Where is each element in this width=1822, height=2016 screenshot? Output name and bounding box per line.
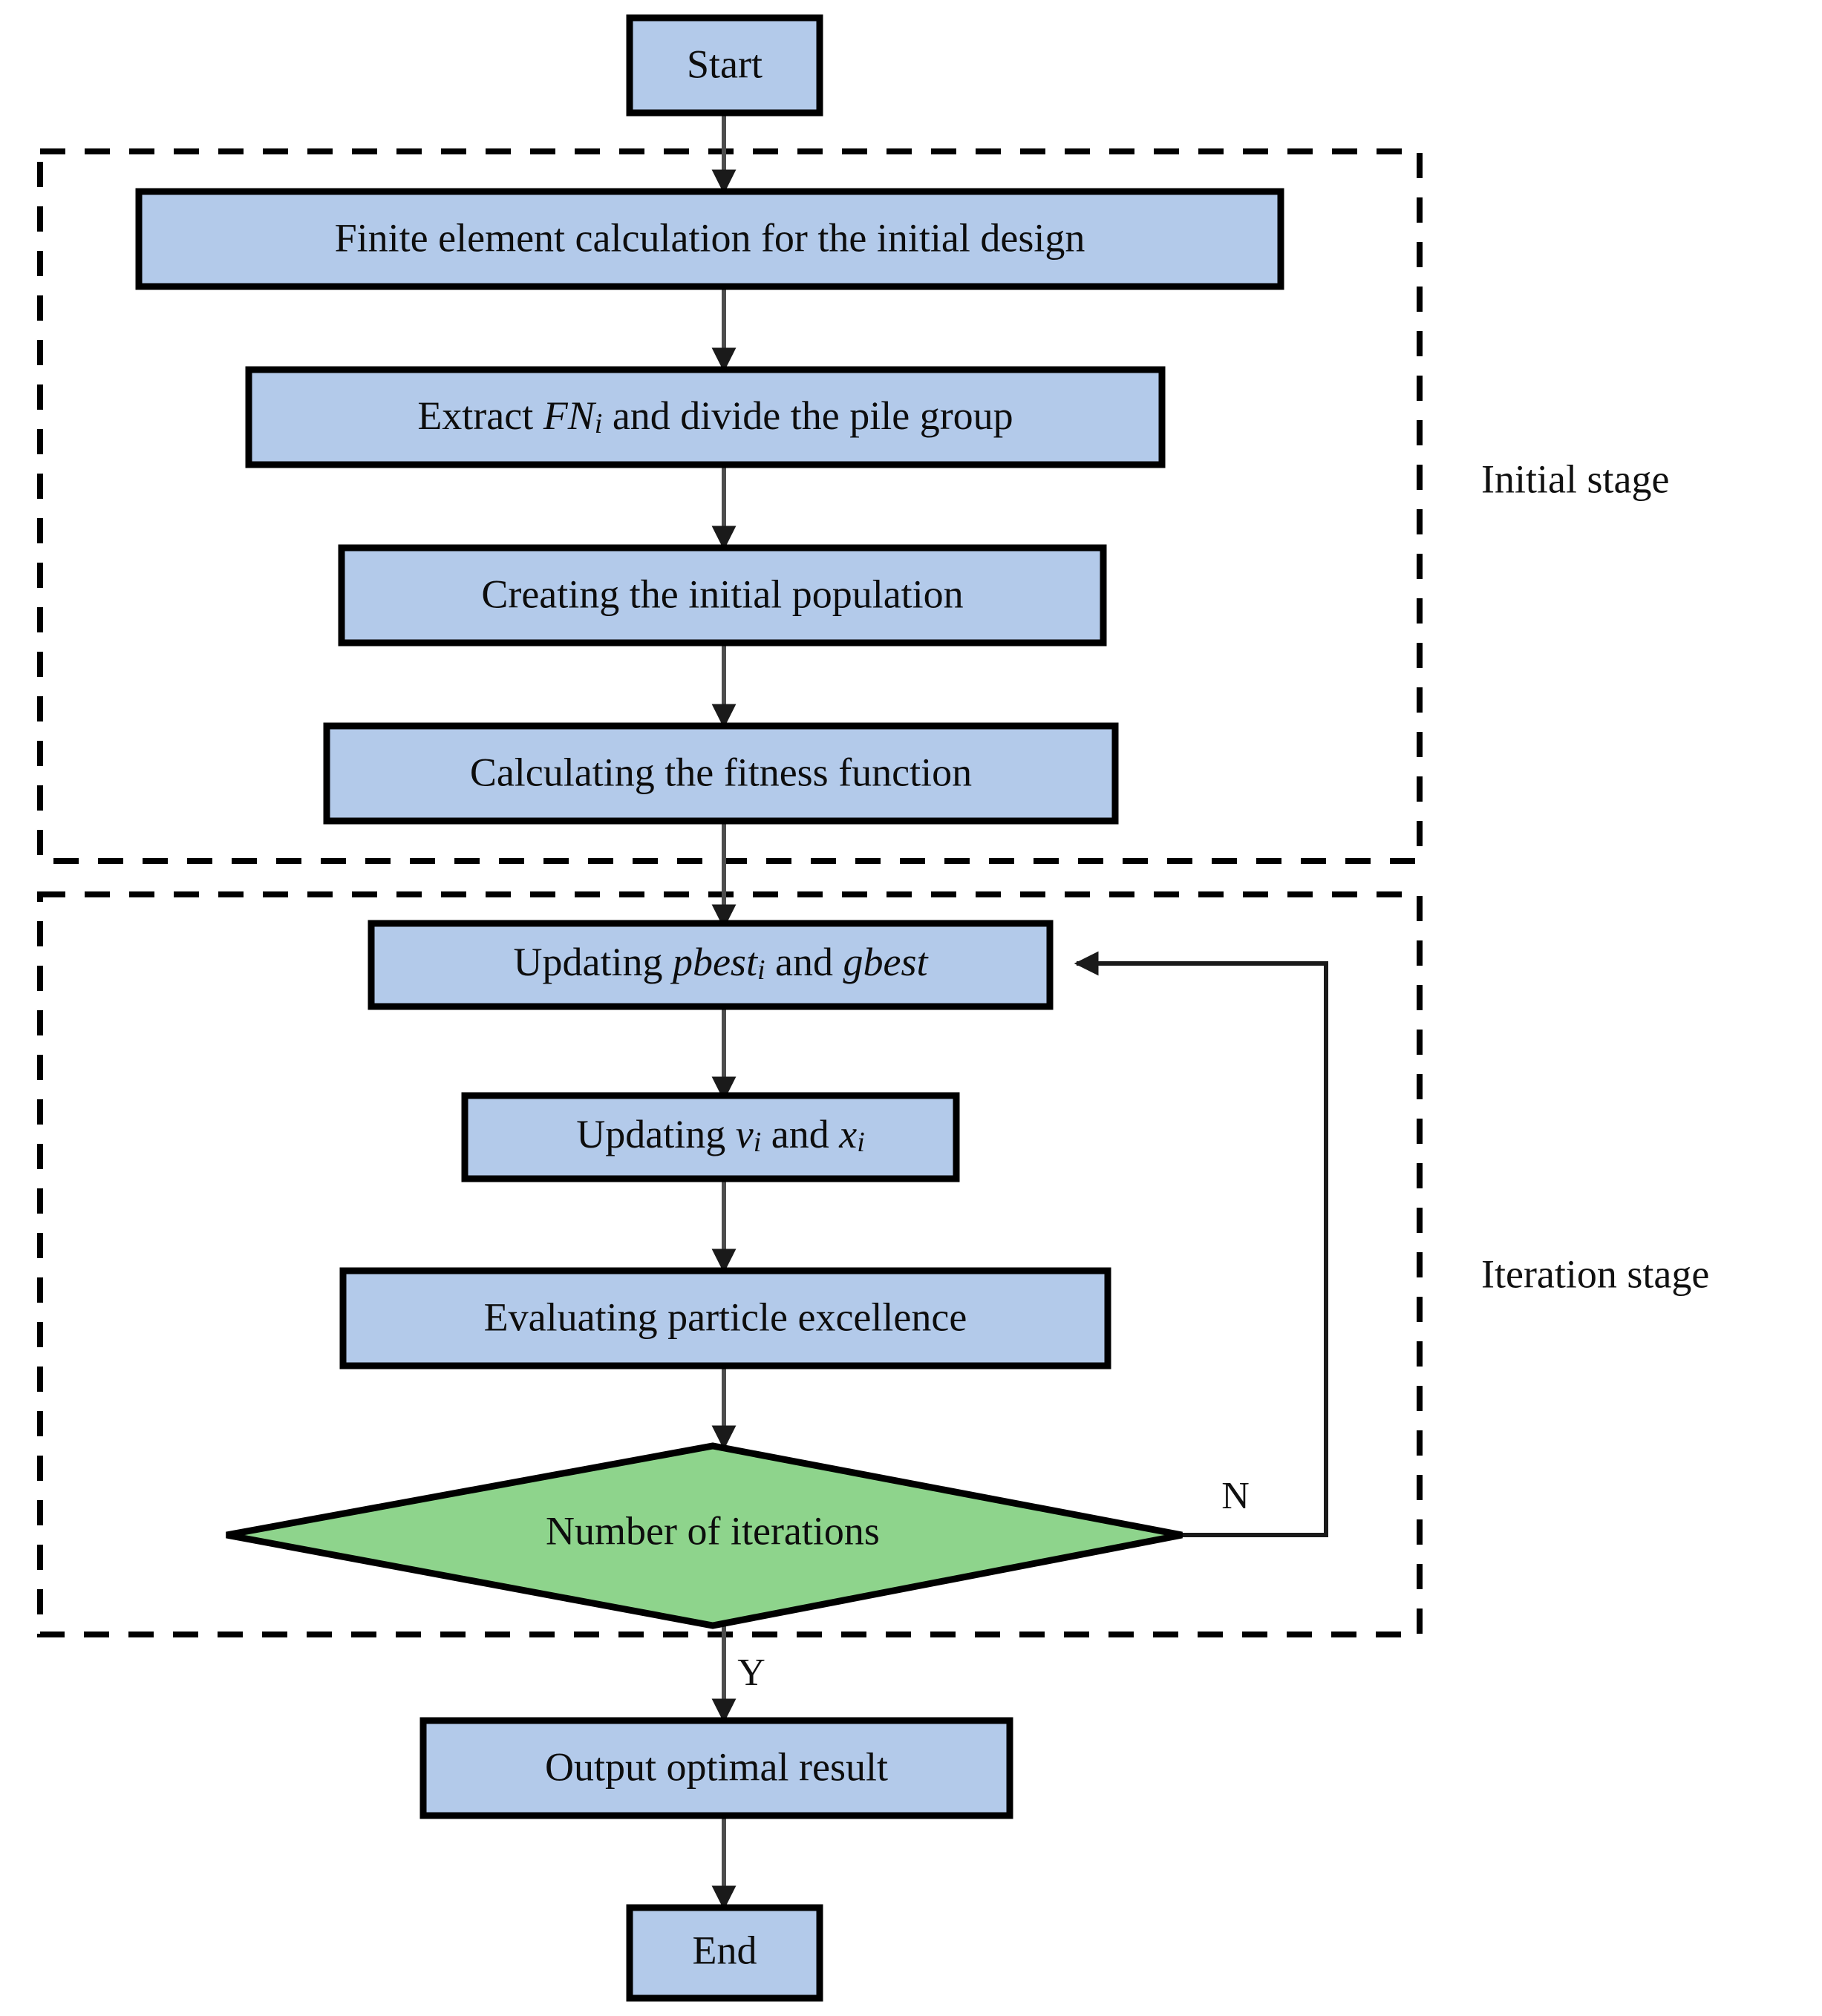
node-finite-element-calculation-label: Finite element calculation for the initi…: [335, 215, 1085, 260]
node-number-of-iterations-decision[interactable]: Number of iterations: [226, 1442, 1183, 1629]
node-start[interactable]: Start: [626, 14, 823, 117]
extract-symbol: FN: [543, 393, 597, 438]
stage-label-initial: Initial stage: [1481, 456, 1669, 501]
updatevx-subscript2: i: [857, 1127, 865, 1158]
updatevx-middle: and: [761, 1112, 839, 1156]
node-updating-velocity-position-label: Updating vi and xi: [506, 1112, 915, 1158]
updatebest-prefix: Updating: [513, 940, 672, 984]
updatevx-symbol1: v: [736, 1112, 754, 1156]
node-output-optimal-result-label: Output optimal result: [545, 1744, 888, 1789]
node-extract-fn[interactable]: Extract FNi and divide the pile group: [245, 366, 1166, 468]
updatevx-subscript1: i: [754, 1127, 762, 1158]
node-updating-pbest-gbest-label: Updating pbesti and gbest: [443, 940, 978, 986]
node-number-of-iterations-label: Number of iterations: [546, 1508, 880, 1553]
stage-frame-iteration: [37, 891, 1423, 1637]
extract-suffix: and divide the pile group: [602, 393, 1013, 438]
updatebest-subscript1: i: [757, 955, 765, 986]
node-calculating-fitness-function[interactable]: Calculating the fitness function: [323, 722, 1119, 825]
stage-frame-initial: [37, 148, 1423, 864]
updatebest-symbol1: pbest: [670, 940, 759, 984]
updatebest-middle: and: [765, 940, 843, 984]
node-updating-velocity-position[interactable]: Updating vi and xi: [461, 1092, 960, 1182]
node-finite-element-calculation[interactable]: Finite element calculation for the initi…: [135, 188, 1284, 290]
branch-label-no: N: [1221, 1475, 1250, 1517]
updatebest-symbol2: gbest: [843, 940, 930, 984]
node-evaluating-particle-excellence[interactable]: Evaluating particle excellence: [339, 1267, 1111, 1369]
node-extract-fn-label: Extract FNi and divide the pile group: [347, 393, 1063, 439]
node-end[interactable]: End: [626, 1904, 823, 2002]
updatevx-symbol2: x: [838, 1112, 857, 1156]
node-output-optimal-result[interactable]: Output optimal result: [419, 1717, 1013, 1819]
node-updating-pbest-gbest[interactable]: Updating pbesti and gbest: [368, 920, 1054, 1010]
node-creating-initial-population[interactable]: Creating the initial population: [338, 544, 1107, 647]
extract-subscript: i: [595, 408, 603, 439]
node-evaluating-particle-excellence-label: Evaluating particle excellence: [484, 1295, 967, 1339]
node-calculating-fitness-function-label: Calculating the fitness function: [470, 750, 972, 794]
node-end-label: End: [693, 1928, 757, 1972]
node-creating-initial-population-label: Creating the initial population: [481, 572, 963, 616]
node-start-label: Start: [687, 42, 763, 86]
extract-prefix: Extract: [417, 393, 543, 438]
stage-label-iteration: Iteration stage: [1481, 1251, 1709, 1296]
branch-label-yes: Y: [737, 1652, 765, 1694]
connector-decision-no-feedback-loop: [1074, 951, 1328, 1537]
updatevx-prefix: Updating: [576, 1112, 735, 1156]
